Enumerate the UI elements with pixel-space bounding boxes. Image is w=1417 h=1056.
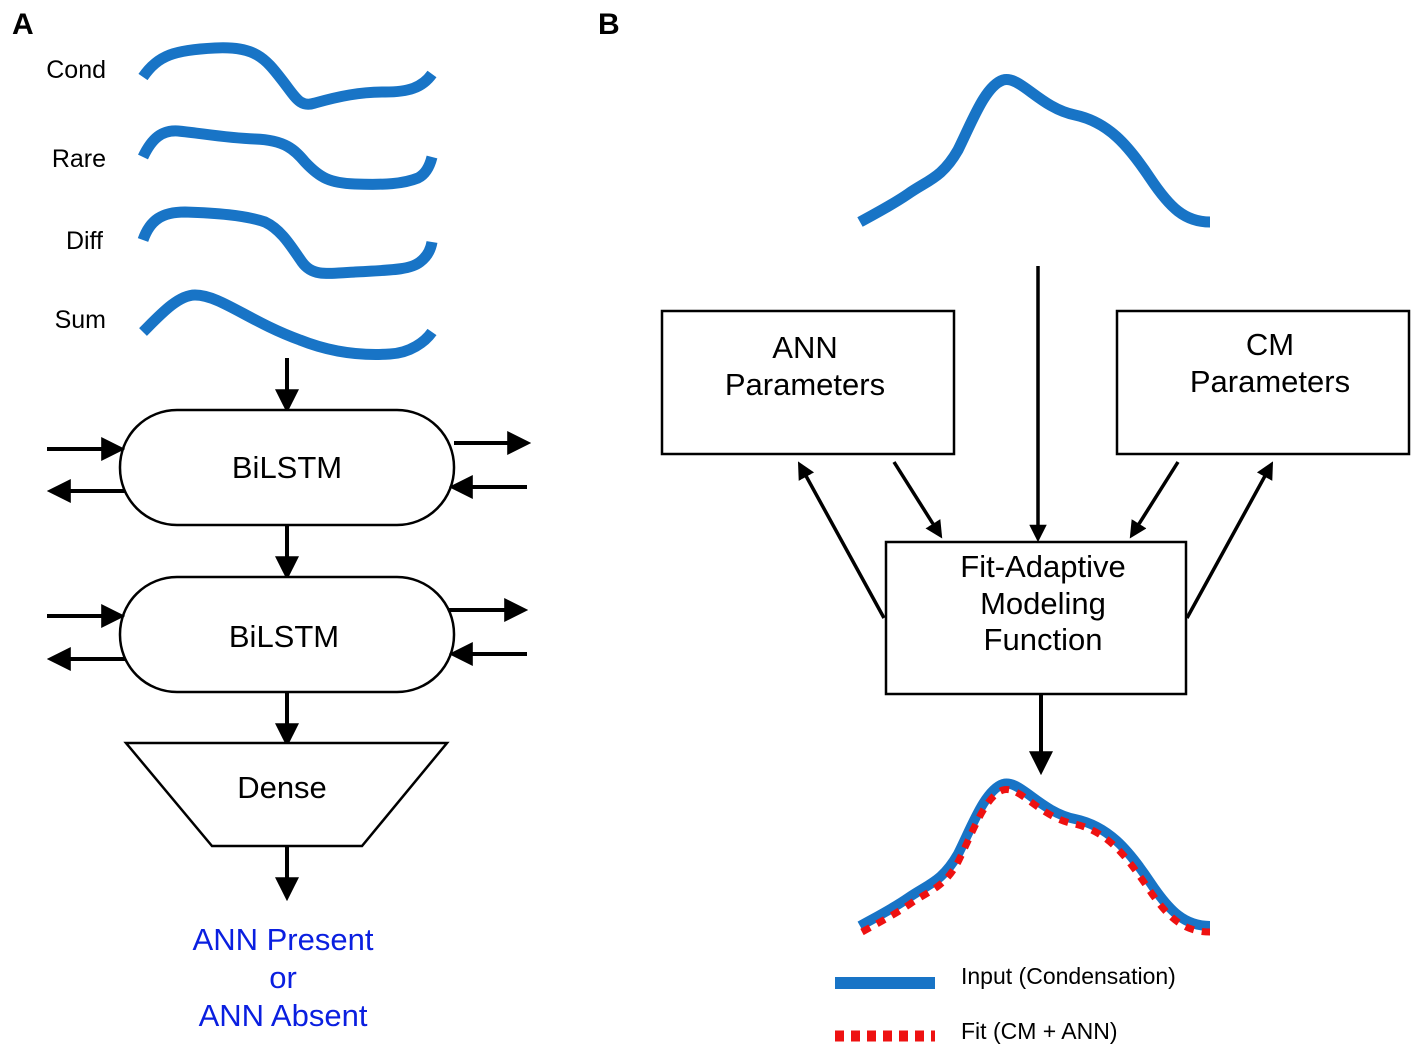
- result-fit-curve: [860, 786, 1211, 936]
- cm-parameters-box: [1115, 309, 1411, 456]
- arrow-cm-params-to-fit: [1129, 461, 1180, 539]
- dense-layer-label: Dense: [237, 770, 327, 805]
- cm-parameters-line-1: CM: [1246, 327, 1294, 362]
- signal-wave-cond: [138, 42, 437, 110]
- bilstm-layer-1-label: BiLSTM: [232, 450, 342, 485]
- dense-layer: [123, 741, 450, 848]
- signal-wave-sum: [139, 289, 437, 360]
- fit-adaptive-line-1: Fit-Adaptive: [960, 549, 1125, 584]
- signal-label-cond: Cond: [46, 56, 106, 84]
- arrow-ann-params-to-fit: [892, 461, 943, 539]
- panel-b-label: B: [598, 8, 620, 41]
- fit-adaptive-box: [884, 540, 1188, 696]
- ann-parameters-line-2: Parameters: [725, 367, 885, 402]
- fit-adaptive-line-3: Function: [984, 622, 1103, 657]
- signal-label-diff: Diff: [66, 227, 103, 255]
- ann-parameters-line-1: ANN: [772, 330, 837, 365]
- signal-label-rare: Rare: [52, 145, 106, 173]
- signal-wave-rare: [138, 125, 438, 190]
- result-input-curve: [857, 778, 1211, 931]
- output-line-2: or: [269, 960, 297, 995]
- bilstm-layer-2-label: BiLSTM: [229, 619, 339, 654]
- legend-input-label: Input (Condensation): [961, 963, 1176, 989]
- ann-parameters-box: [660, 309, 956, 456]
- signal-wave-diff: [137, 206, 438, 279]
- output-line-3: ANN Absent: [199, 998, 368, 1033]
- fit-adaptive-line-2: Modeling: [980, 586, 1106, 621]
- legend-fit-label: Fit (CM + ANN): [961, 1018, 1118, 1044]
- output-line-1: ANN Present: [193, 922, 374, 957]
- arrow-fit-to-ann-params: [797, 461, 886, 619]
- arrow-fit-to-cm-params: [1185, 461, 1274, 619]
- panel-a-label: A: [12, 8, 34, 41]
- signal-label-sum: Sum: [55, 306, 106, 334]
- cm-parameters-line-2: Parameters: [1190, 364, 1350, 399]
- input-curve: [857, 74, 1211, 228]
